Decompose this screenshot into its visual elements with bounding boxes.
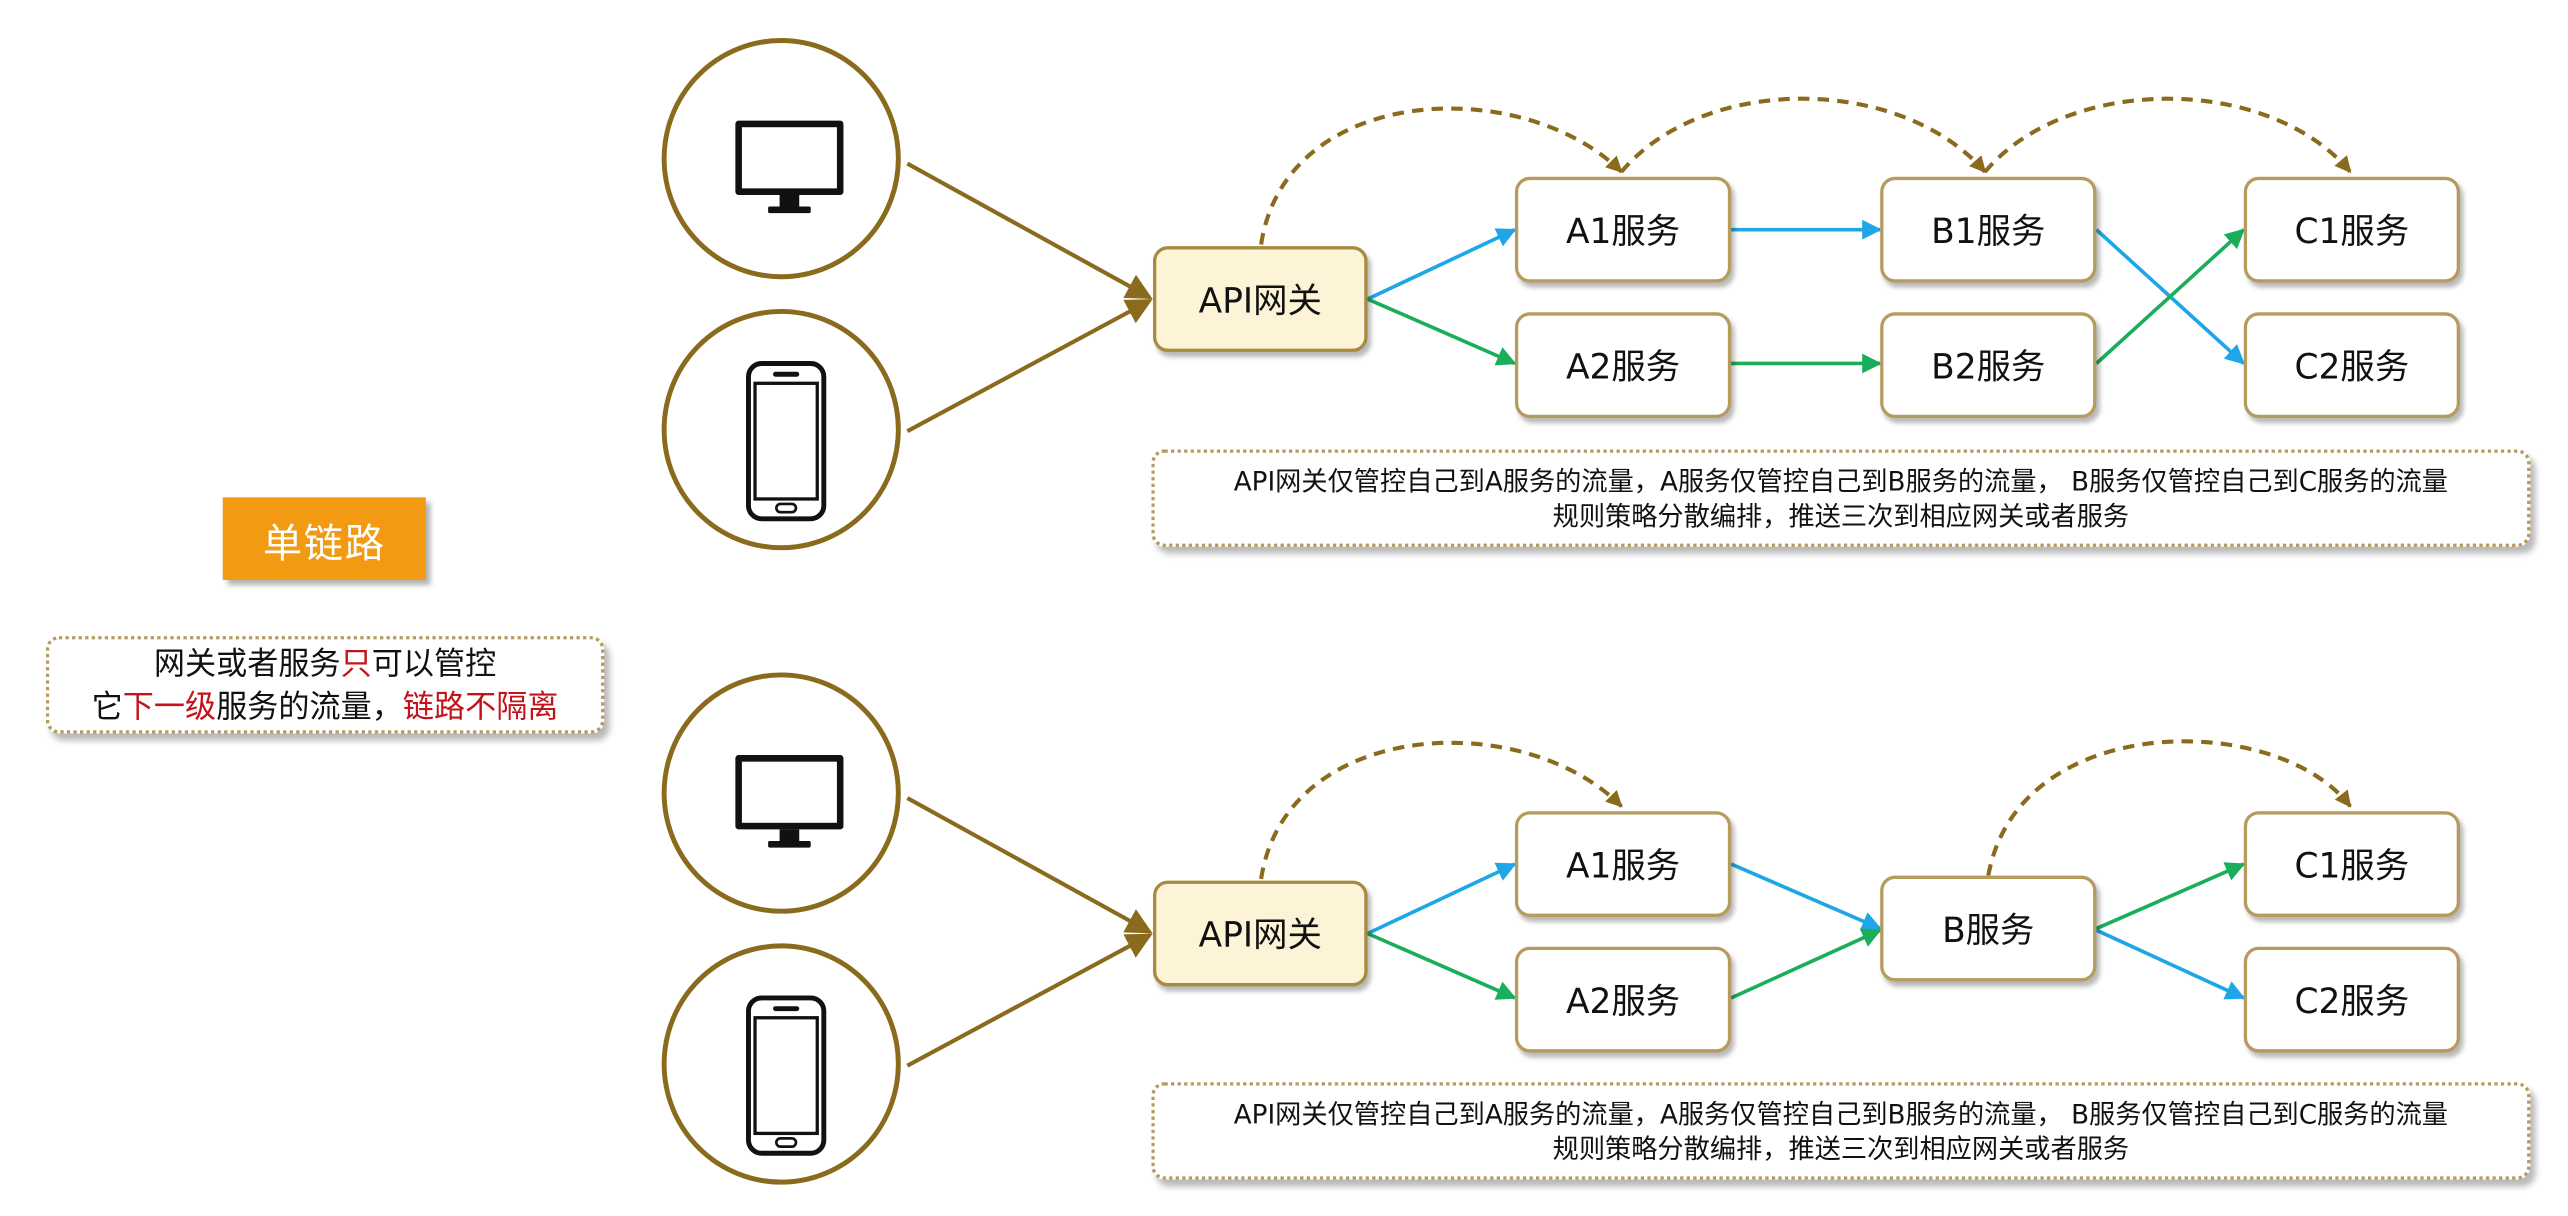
arrow-desktop-to-gateway-bottom bbox=[906, 796, 1153, 934]
arrow-gateway-to-a1-top bbox=[1366, 228, 1517, 301]
single-link-note-line1: 网关或者服务只可以管控 bbox=[153, 645, 497, 682]
smartphone-icon bbox=[746, 361, 827, 522]
single-link-badge: 单链路 bbox=[222, 497, 426, 580]
control-arc-gateway-to-a1-bottom bbox=[1259, 740, 1623, 880]
service-b2-top: B2服务 bbox=[1880, 312, 2097, 419]
phone-client-top bbox=[661, 308, 901, 551]
desktop-client-top bbox=[661, 38, 901, 280]
arrow-desktop-to-gateway-top bbox=[906, 161, 1153, 300]
service-a1-bottom: A1服务 bbox=[1514, 811, 1732, 917]
service-a2-bottom: A2服务 bbox=[1514, 946, 1732, 1053]
control-arc-gateway-to-a1-top bbox=[1259, 106, 1623, 245]
control-arc-a1-to-b1-top bbox=[1619, 96, 1987, 174]
service-b1-top: B1服务 bbox=[1880, 176, 2097, 283]
gateway-top: API网关 bbox=[1153, 246, 1368, 352]
service-c1-top: C1服务 bbox=[2243, 176, 2460, 283]
single-link-note-line2: 它下一级服务的流量，链路不隔离 bbox=[91, 688, 559, 725]
single-link-note: 网关或者服务只可以管控 它下一级服务的流量，链路不隔离 bbox=[45, 636, 605, 734]
service-a2-top: A2服务 bbox=[1514, 312, 1732, 419]
arrow-a1-to-b-bottom bbox=[1730, 862, 1882, 931]
description-note-bottom: API网关仅管控自己到A服务的流量，A服务仅管控自己到B服务的流量， B服务仅管… bbox=[1151, 1082, 2531, 1180]
service-c2-bottom: C2服务 bbox=[2243, 946, 2460, 1053]
desktop-monitor-icon bbox=[735, 755, 844, 848]
gateway-bottom: API网关 bbox=[1153, 880, 1368, 987]
control-arc-b1-to-c1-top bbox=[1983, 96, 2352, 174]
arrow-b-to-c2-bottom bbox=[2095, 928, 2246, 1000]
description-note-top: API网关仅管控自己到A服务的流量，A服务仅管控自己到B服务的流量， B服务仅管… bbox=[1151, 449, 2531, 547]
arrow-phone-to-gateway-top bbox=[906, 298, 1153, 434]
service-c2-top: C2服务 bbox=[2243, 312, 2460, 419]
description-note-bottom-line2: 规则策略分散编排，推送三次到相应网关或者服务 bbox=[1552, 1132, 2130, 1164]
control-arc-b-to-c1-bottom bbox=[1986, 739, 2352, 877]
service-a1-top: A1服务 bbox=[1514, 176, 1732, 283]
phone-client-bottom bbox=[661, 943, 901, 1185]
arrow-b2-to-c1-top bbox=[2095, 228, 2246, 365]
description-note-top-line1: API网关仅管控自己到A服务的流量，A服务仅管控自己到B服务的流量， B服务仅管… bbox=[1233, 465, 2449, 497]
desktop-client-bottom bbox=[661, 672, 901, 914]
arrow-gateway-to-a2-bottom bbox=[1366, 931, 1517, 1000]
arrow-gateway-to-a1-bottom bbox=[1366, 862, 1517, 936]
service-b-bottom: B服务 bbox=[1880, 875, 2097, 982]
smartphone-icon bbox=[746, 995, 827, 1156]
desktop-monitor-icon bbox=[735, 120, 844, 214]
description-note-bottom-line1: API网关仅管控自己到A服务的流量，A服务仅管控自己到B服务的流量， B服务仅管… bbox=[1233, 1097, 2449, 1130]
description-note-top-line2: 规则策略分散编排，推送三次到相应网关或者服务 bbox=[1552, 499, 2130, 532]
arrow-a2-to-b-bottom bbox=[1730, 928, 1882, 1000]
service-c1-bottom: C1服务 bbox=[2243, 811, 2460, 917]
arrow-b-to-c1-bottom bbox=[2095, 862, 2246, 931]
arrow-phone-to-gateway-bottom bbox=[906, 933, 1153, 1068]
arrow-gateway-to-a2-top bbox=[1366, 297, 1517, 366]
